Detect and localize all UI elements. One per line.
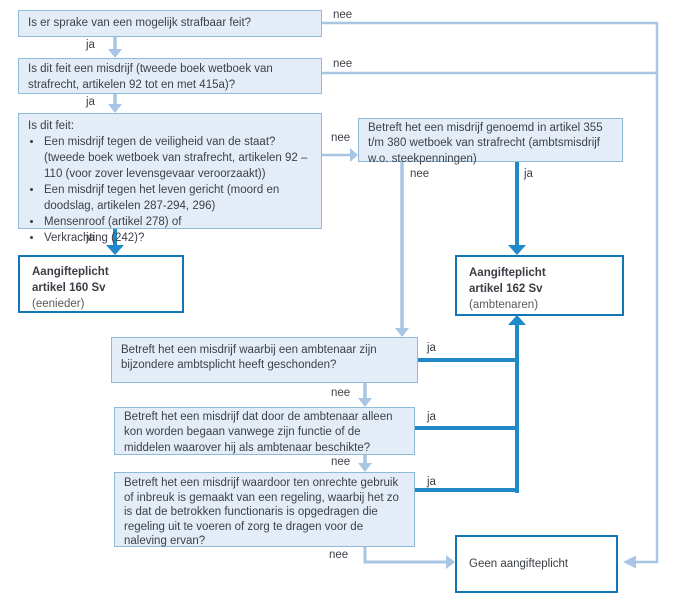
question-box-ambtsmisdrijf: Betreft het een misdrijf genoemd in arti… [358, 118, 623, 165]
result-text: Geen aangifteplicht [469, 558, 569, 570]
arrowhead-q5-nee [358, 398, 372, 407]
edge-label-nee: nee [331, 132, 351, 144]
edge-label-ja: ja [427, 476, 436, 488]
edge-label-ja: ja [86, 39, 95, 51]
question-box-regeling: Betreft het een misdrijf waardoor ten on… [114, 472, 415, 547]
edge-label-ja: ja [524, 168, 533, 180]
question-text: Betreft het een misdrijf waarbij een amb… [121, 344, 377, 372]
edge-label-nee: nee [333, 58, 353, 70]
question-text: Betreft het een misdrijf genoemd in arti… [368, 122, 603, 165]
edge-label-nee: nee [329, 549, 349, 561]
result-box-artikel-162: Aangifteplicht artikel 162 Sv (ambtenare… [455, 255, 624, 316]
question-box-strafbaar-feit: Is er sprake van een mogelijk strafbaar … [18, 10, 322, 37]
question-box-soort-misdrijf: Is dit feit: Een misdrijf tegen de veili… [18, 113, 322, 244]
result-article: artikel 162 Sv [469, 283, 543, 295]
arrowhead-q6-nee [358, 463, 372, 472]
question-bullet-list: Een misdrijf tegen de veiligheid van de … [28, 134, 312, 246]
bullet-item: Verkrachting (242)? [43, 230, 312, 246]
arrowhead-q7-nee [446, 555, 455, 569]
edge-label-nee: nee [410, 168, 430, 180]
question-text: Betreft het een misdrijf waardoor ten on… [124, 477, 399, 548]
arrowhead-into-geen-right [623, 555, 636, 569]
arrowhead-q2-ja [108, 104, 122, 113]
arrowhead-q3-nee [350, 148, 358, 162]
result-subtitle: (eenieder) [32, 298, 85, 310]
result-subtitle: (ambtenaren) [469, 299, 539, 311]
edge-label-nee: nee [331, 456, 351, 468]
bullet-item: Een misdrijf tegen de veiligheid van de … [43, 134, 312, 182]
result-article: artikel 160 Sv [32, 282, 106, 294]
question-box-ambtsplicht-geschonden: Betreft het een misdrijf waarbij een amb… [111, 337, 418, 383]
arrowhead-q3-ja [106, 245, 124, 255]
edge-label-ja: ja [86, 96, 95, 108]
edge-label-ja: ja [427, 411, 436, 423]
edge-q1-nee-line [320, 21, 659, 564]
question-box-misdrijf: Is dit feit een misdrijf (tweede boek we… [18, 58, 322, 94]
question-text: Betreft het een misdrijf dat door de amb… [124, 411, 393, 454]
edge-label-nee: nee [333, 9, 353, 21]
result-box-artikel-160: Aangifteplicht artikel 160 Sv (eenieder) [18, 255, 184, 313]
bullet-item: Een misdrijf tegen het leven gericht (mo… [43, 182, 312, 214]
result-title: Aangifteplicht [32, 266, 109, 278]
arrowhead-q4-ja [508, 245, 526, 255]
question-text: Is er sprake van een mogelijk strafbaar … [28, 17, 252, 29]
question-intro: Is dit feit: [28, 120, 75, 132]
bullet-item: Mensenroof (artikel 278) of [43, 214, 312, 230]
question-box-functie-middelen: Betreft het een misdrijf dat door de amb… [114, 407, 415, 455]
arrowhead-q4-nee [395, 328, 409, 337]
question-text: Is dit feit een misdrijf (tweede boek we… [28, 63, 273, 91]
edge-label-ja: ja [86, 232, 95, 244]
arrowhead-into-162-bottom [508, 315, 526, 325]
edge-label-nee: nee [331, 387, 351, 399]
edge-label-ja: ja [427, 342, 436, 354]
result-title: Aangifteplicht [469, 267, 546, 279]
edge-q7-nee-line [363, 547, 447, 564]
arrowhead-q1-ja [108, 49, 122, 58]
result-box-geen-aangifteplicht: Geen aangifteplicht [455, 535, 618, 593]
